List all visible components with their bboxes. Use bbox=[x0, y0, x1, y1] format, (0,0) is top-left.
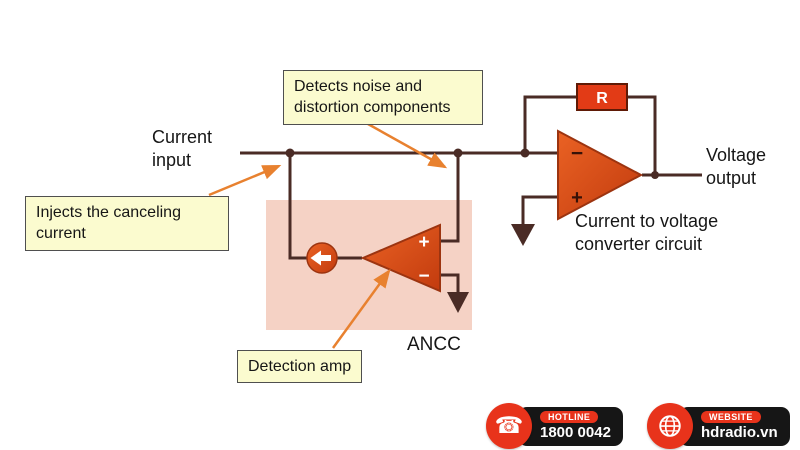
converter-caption: Current to voltage converter circuit bbox=[575, 211, 719, 255]
junction-dot-detect bbox=[453, 148, 463, 158]
opamp-converter-plus: + bbox=[571, 187, 583, 209]
wire-ground-ancc bbox=[440, 273, 460, 292]
left-arrow-icon bbox=[310, 250, 331, 266]
hotline-badge: ☎ HOTLINE 1800 0042 bbox=[486, 403, 623, 449]
resistor-body bbox=[576, 83, 628, 111]
wire-cancel-inject bbox=[288, 153, 307, 260]
opamp-converter-minus: − bbox=[571, 142, 583, 165]
ancc-region bbox=[266, 200, 472, 330]
hotline-number: 1800 0042 bbox=[540, 423, 611, 441]
callout-detects: Detects noise and distortion components bbox=[283, 70, 483, 125]
opamp-detection-minus: − bbox=[418, 266, 429, 287]
ancc-caption: ANCC bbox=[407, 334, 461, 355]
current-input-label: Current input bbox=[152, 127, 213, 171]
opamp-detection-plus: + bbox=[418, 232, 429, 253]
opamp-detection bbox=[360, 223, 441, 293]
website-url: hdradio.vn bbox=[701, 423, 778, 441]
arrow-detection-amp bbox=[331, 268, 391, 349]
callout-injects: Injects the canceling current bbox=[25, 196, 229, 251]
resistor-label: R bbox=[596, 90, 608, 107]
website-tag: WEBSITE bbox=[701, 410, 761, 423]
callout-detection-amp: Detection amp bbox=[237, 350, 363, 384]
arrow-detects bbox=[367, 122, 448, 169]
globe-icon bbox=[647, 403, 693, 449]
website-badge: WEBSITE hdradio.vn bbox=[647, 403, 790, 449]
arrow-injects bbox=[208, 164, 282, 197]
globe-glyph bbox=[659, 415, 681, 437]
junction-dot-feedback bbox=[520, 148, 530, 158]
junction-dot-inject bbox=[285, 148, 295, 158]
opamp-converter bbox=[557, 129, 644, 221]
ground-icon-right bbox=[511, 224, 535, 246]
hotline-banner: HOTLINE 1800 0042 bbox=[518, 406, 623, 446]
ground-icon-ancc bbox=[447, 292, 469, 313]
phone-icon: ☎ bbox=[486, 403, 532, 449]
wire-ground-right bbox=[521, 195, 558, 224]
junction-dot-output bbox=[651, 171, 659, 179]
wire-detect-tap bbox=[440, 153, 460, 243]
hotline-tag: HOTLINE bbox=[540, 410, 599, 423]
website-banner: WEBSITE hdradio.vn bbox=[679, 406, 790, 446]
voltage-output-label: Voltage output bbox=[706, 145, 767, 189]
phone-glyph: ☎ bbox=[494, 412, 524, 439]
